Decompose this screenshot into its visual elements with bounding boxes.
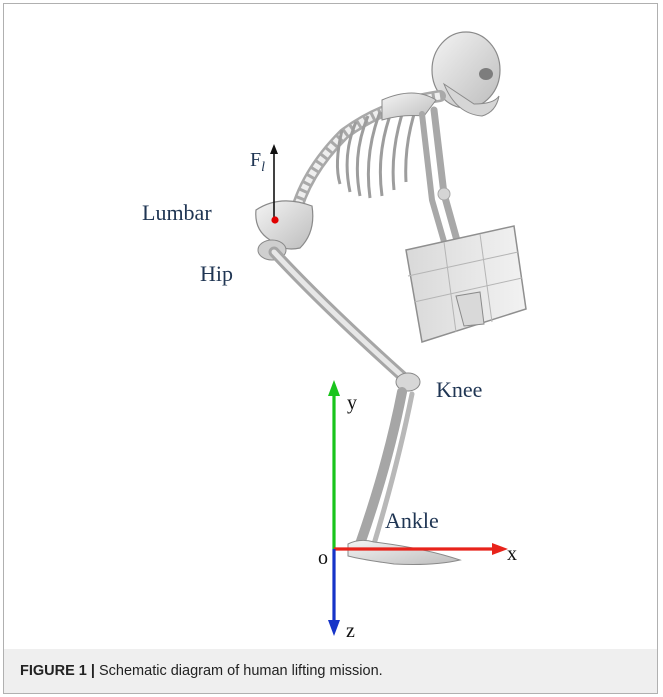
x-axis-label: x: [507, 543, 517, 565]
figure-frame: Fl Lumbar Hip Knee Ankle o x y z FIGURE …: [3, 3, 658, 694]
foot: [348, 540, 460, 564]
hip-label: Hip: [200, 261, 233, 286]
x-axis-arrowhead: [492, 543, 508, 555]
z-axis-arrowhead: [328, 620, 340, 636]
skeleton-lifting-diagram: Fl Lumbar Hip Knee Ankle o x y z: [4, 4, 659, 644]
figure-caption: FIGURE 1 | Schematic diagram of human li…: [4, 649, 657, 693]
caption-figure-id: FIGURE 1 |: [20, 663, 95, 679]
y-axis-label: y: [347, 392, 357, 414]
lumbar-point: [271, 216, 278, 223]
force-label-subscript: l: [261, 160, 265, 175]
ankle-label: Ankle: [385, 508, 439, 533]
caption-text: Schematic diagram of human lifting missi…: [95, 663, 383, 679]
rib-cage: [337, 108, 416, 198]
knee-label: Knee: [436, 377, 482, 402]
pelvis: [256, 201, 313, 260]
z-axis-label: z: [346, 620, 355, 642]
force-label: Fl: [250, 149, 265, 175]
scapula: [382, 93, 436, 120]
skull: [432, 32, 500, 116]
origin-label: o: [318, 547, 328, 569]
y-axis-arrowhead: [328, 380, 340, 396]
lumbar-label: Lumbar: [142, 200, 212, 225]
